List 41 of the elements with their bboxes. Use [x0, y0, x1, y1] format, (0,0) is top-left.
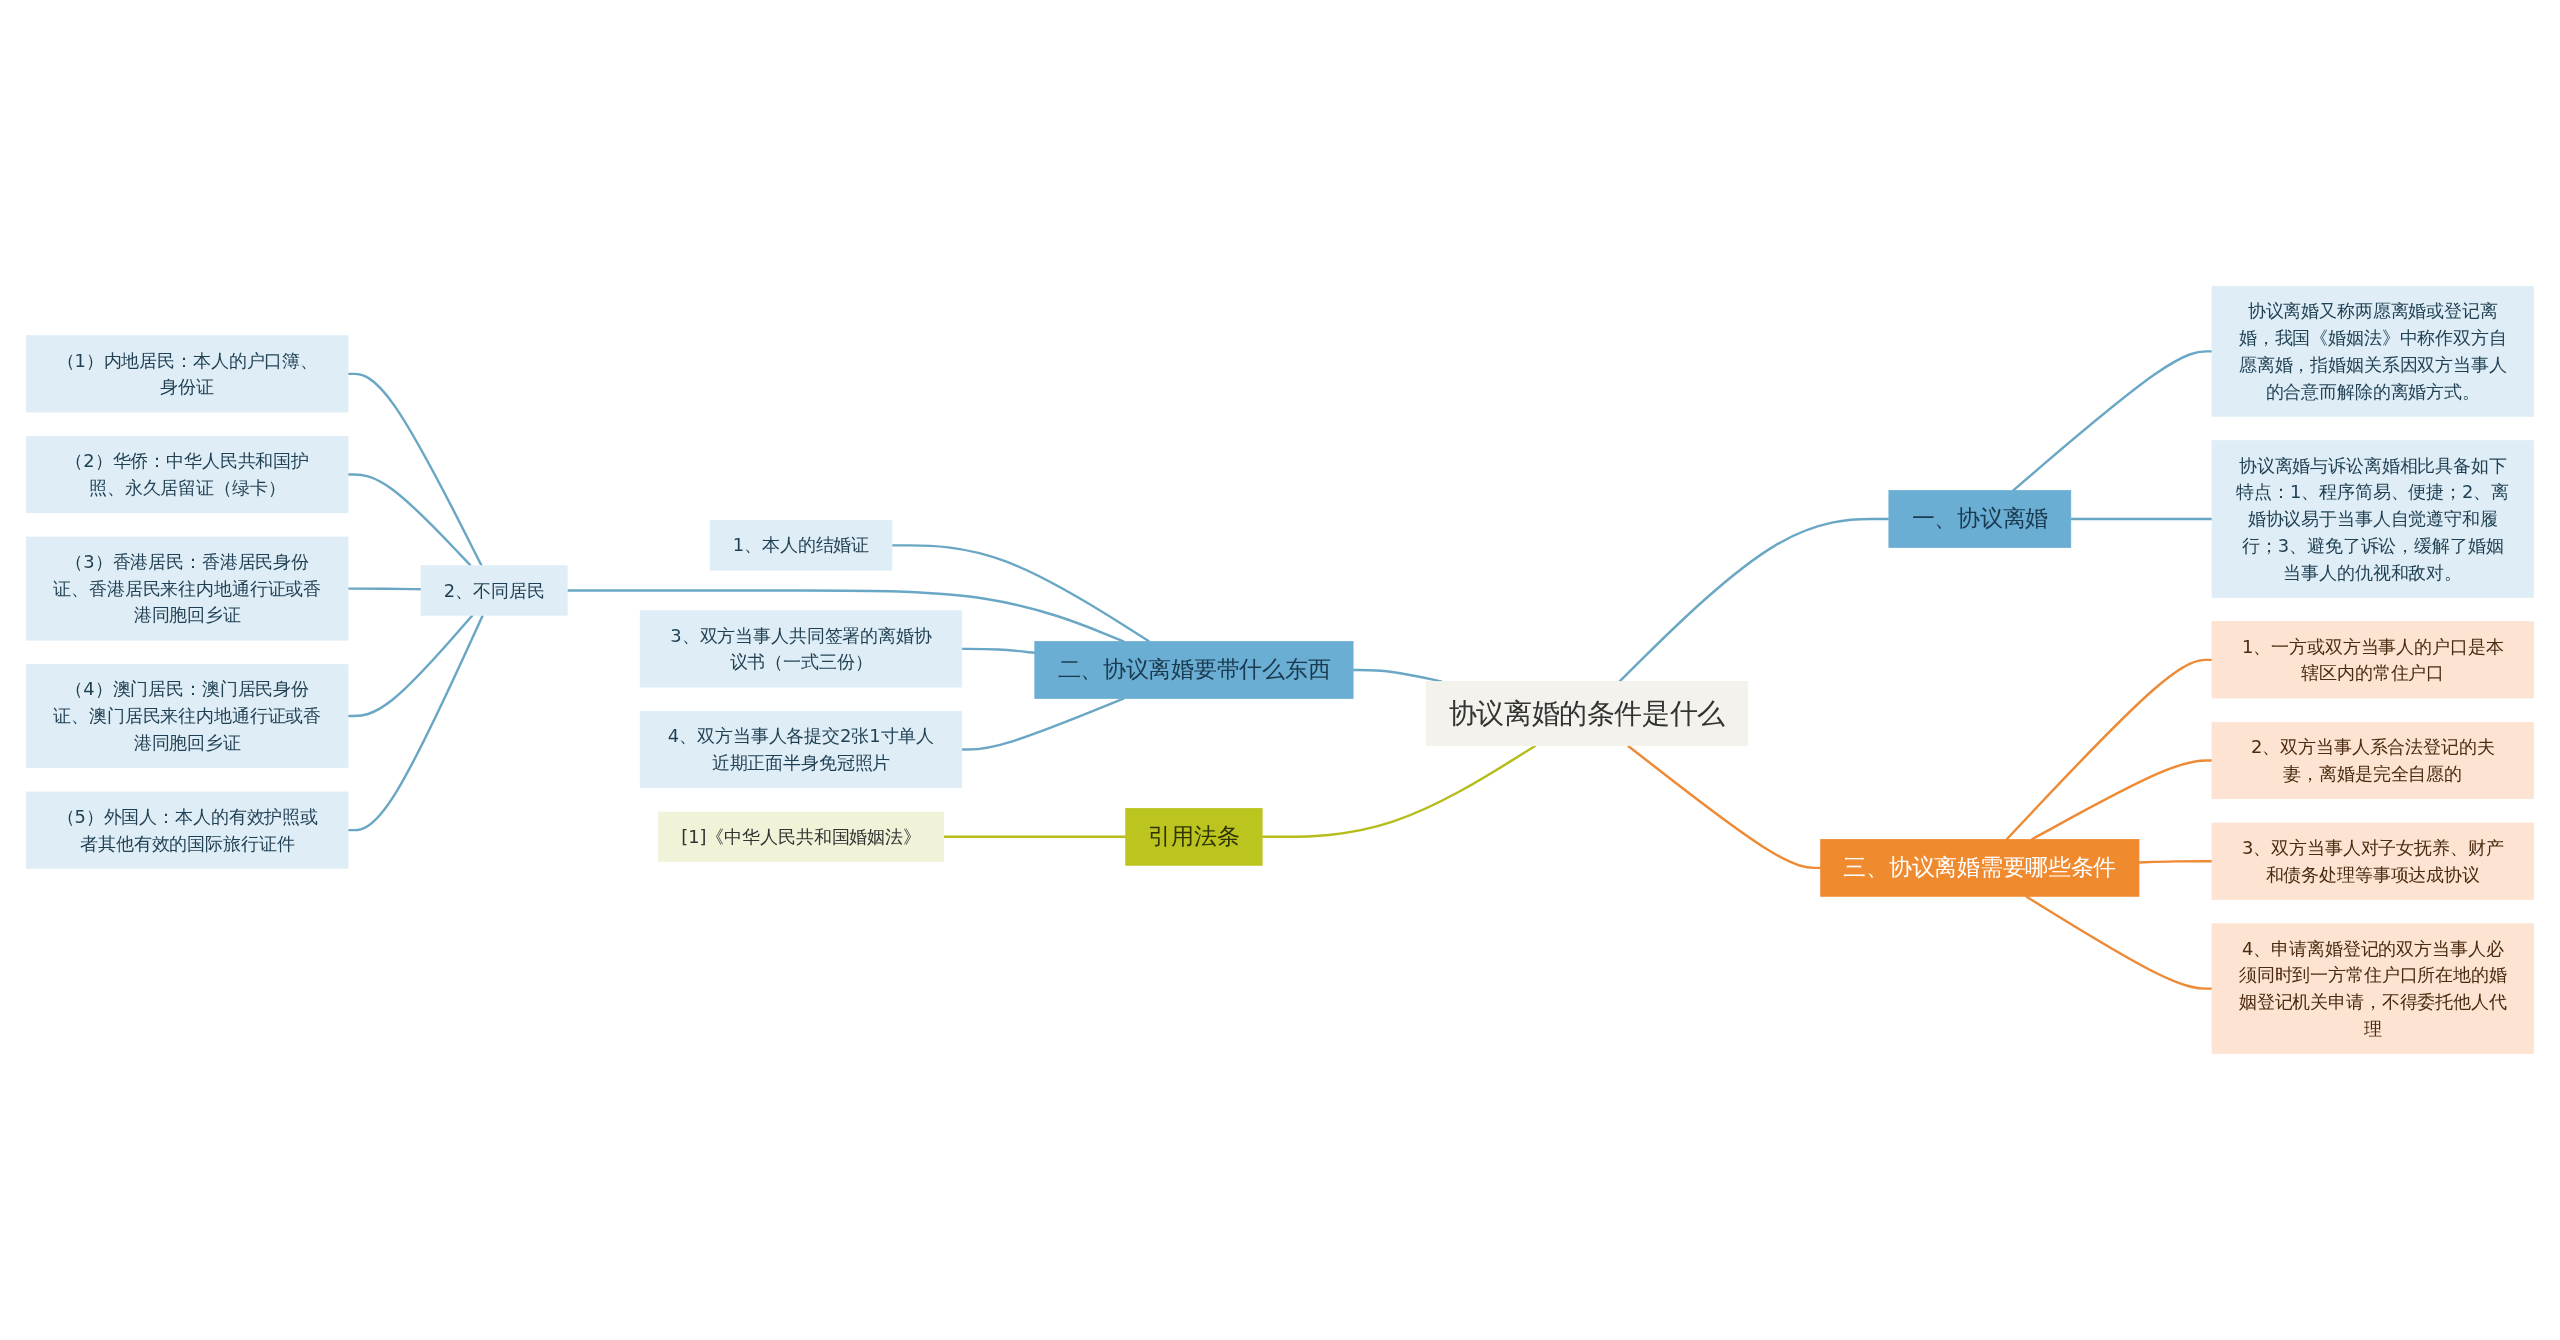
node-box: （1）内地居民：本人的户口簿、身份证 — [26, 335, 349, 413]
connector — [961, 697, 1125, 751]
node-box: （2）华侨：中华人民共和国护照、永久居留证（绿卡） — [26, 436, 349, 514]
node-box: 3、双方当事人对子女抚养、财产和债务处理等事项达成协议 — [2211, 822, 2534, 900]
connector — [348, 614, 474, 718]
connector — [348, 372, 483, 567]
connector — [1618, 517, 1889, 683]
node-box: 二、协议离婚要带什么东西 — [1034, 641, 1354, 699]
connector — [1262, 744, 1537, 839]
connector — [2031, 759, 2212, 841]
node-box: 协议离婚又称两愿离婚或登记离婚，我国《婚姻法》中称作双方自愿离婚，指婚姻关系因双方当事人的合意而解除的离婚方式。 — [2211, 286, 2534, 417]
connector — [2012, 350, 2212, 492]
node-box: 4、双方当事人各提交2张1寸单人近期正面半身免冠照片 — [639, 711, 963, 789]
connector — [1353, 668, 1443, 683]
connector — [348, 473, 472, 567]
node-box: 引用法条 — [1125, 808, 1263, 866]
node-box: [1]《中华人民共和国婚姻法》 — [658, 811, 944, 862]
node-box: 协议离婚的条件是什么 — [1425, 681, 1749, 747]
connector — [2025, 895, 2212, 990]
node-box: 2、双方当事人系合法登记的夫妻，离婚是完全自愿的 — [2211, 721, 2534, 800]
node-box: （5）外国人：本人的有效护照或者其他有效的国际旅行证件 — [26, 791, 349, 869]
connector — [2138, 859, 2212, 864]
connector — [961, 647, 1035, 655]
connector — [943, 835, 1126, 839]
node-box: 三、协议离婚需要哪些条件 — [1820, 839, 2140, 897]
node-box: 4、申请离婚登记的双方当事人必须同时到一方常住户口所在地的婚姻登记机关申请，不得委托他人代理 — [2211, 923, 2534, 1054]
connector — [2005, 658, 2212, 841]
connector — [891, 544, 1150, 643]
node-box: （4）澳门居民：澳门居民身份证、澳门居民来往内地通行证或香港同胞回乡证 — [26, 664, 349, 769]
connector — [1627, 744, 1821, 870]
node-box: 3、双方当事人共同签署的离婚协议书（一式三份） — [639, 610, 963, 688]
connector — [348, 587, 422, 591]
connector — [348, 614, 484, 832]
node-box: 一、协议离婚 — [1888, 490, 2072, 548]
node-box: 1、一方或双方当事人的户口是本辖区内的常住户口 — [2211, 621, 2534, 699]
node-box: （3）香港居民：香港居民身份证、香港居民来往内地通行证或香港同胞回乡证 — [26, 536, 349, 641]
connector — [2070, 517, 2212, 521]
node-box: 1、本人的结婚证 — [709, 520, 893, 571]
node-box: 2、不同居民 — [420, 565, 568, 616]
node-box: 协议离婚与诉讼离婚相比具备如下特点：1、程序简易、便捷；2、离婚协议易于当事人自觉遵守和履行；3、避免了诉讼，缓解了婚姻当事人的仇视和敌对。 — [2211, 440, 2534, 598]
connector — [567, 589, 1125, 643]
